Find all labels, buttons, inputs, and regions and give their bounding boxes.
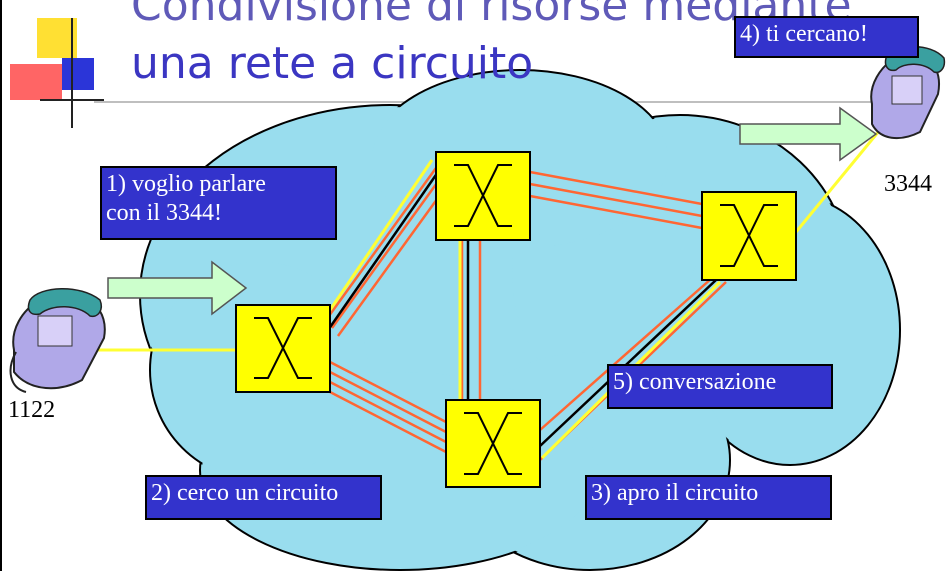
caller-number-label: 1122 (8, 397, 56, 423)
callout-step2: 2) cerco un circuito (145, 475, 382, 520)
callee-number-label: 3344 (884, 171, 932, 197)
arrow-callee (739, 106, 878, 162)
callout-step3: 3) apro il circuito (585, 475, 832, 520)
phone-caller-icon (9, 288, 106, 393)
switch-top (435, 151, 531, 241)
phone-callee-icon (870, 46, 946, 140)
callout-step1-line2: con il 3344! (106, 199, 222, 226)
callout-step1: 1) voglio parlare con il 3344! (100, 166, 337, 240)
callout-step4: 4) ti cercano! (734, 16, 919, 58)
switch-right (701, 191, 797, 281)
switch-bottom (445, 399, 541, 488)
callout-step1-line1: 1) voglio parlare (106, 171, 266, 197)
slide-title-line2: una rete a circuito (131, 38, 534, 89)
slide-title-line1: Condivisione di risorse mediante (131, 0, 852, 31)
switch-left (235, 304, 331, 393)
arrow-caller (107, 260, 248, 316)
slide-logo (10, 18, 104, 128)
callout-step5: 5) conversazione (607, 364, 833, 409)
